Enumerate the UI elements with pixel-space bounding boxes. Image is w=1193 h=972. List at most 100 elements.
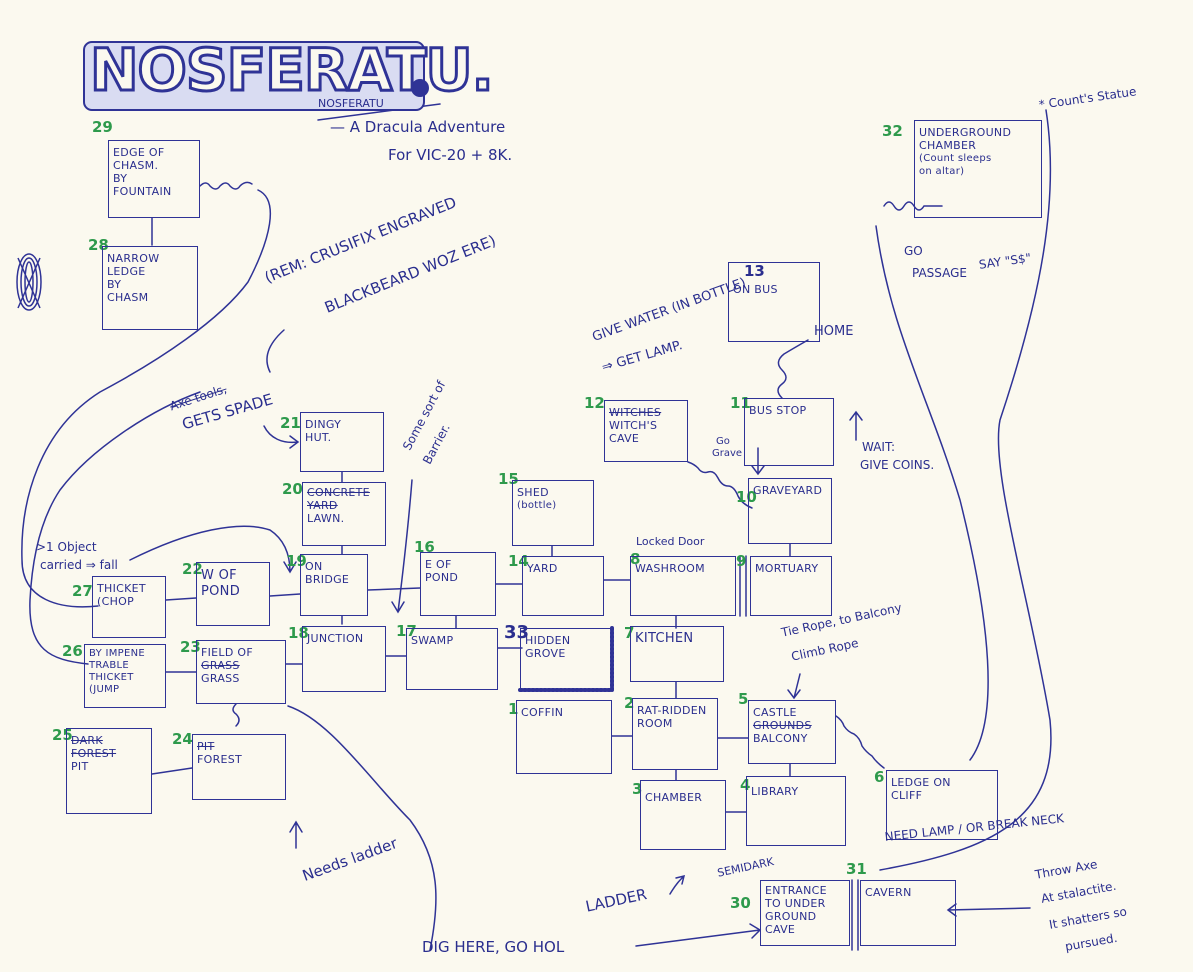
room-12-struck-text: WITCHES [609, 406, 662, 419]
room-2-number: 2 [624, 694, 635, 712]
arrow-barrier [391, 479, 413, 614]
room-26-line-2: TRABLE [89, 660, 130, 671]
room-29-line-2: CHASM. [113, 159, 159, 172]
room-5-number: 5 [738, 690, 749, 708]
room-6-line-2: CLIFF [891, 789, 923, 802]
room-31-number: 31 [846, 860, 867, 878]
room-27-line-1: THICKET [97, 582, 146, 595]
room-32-line-2: CHAMBER [919, 139, 977, 152]
note-locked-door: Locked Door [636, 535, 705, 548]
connector-11-13 [777, 339, 809, 399]
room-7-number: 7 [624, 624, 635, 642]
room-23-struck-text: GRASS [201, 659, 240, 672]
room-1-line-1: COFFIN [521, 706, 564, 719]
room-21-line-2: HUT. [305, 431, 332, 444]
room-25: DARK FOREST PIT [66, 728, 152, 814]
room-25-number: 25 [52, 726, 73, 744]
room-28-line-2: LEDGE [107, 265, 146, 278]
room-27-line-2: (CHOP [97, 595, 135, 608]
room-32-line-3: (Count sleeps [919, 153, 992, 164]
room-16-line-2: POND [425, 571, 459, 584]
room-26: BY IMPENE TRABLE THICKET (JUMP [84, 644, 166, 708]
room-18-number: 18 [288, 624, 309, 642]
subtitle-line-2: For VIC-20 + 8K. [388, 146, 513, 164]
room-29: EDGE OF CHASM. BY FOUNTAIN [108, 140, 200, 218]
connector-19-16 [367, 587, 421, 591]
arrow-dig-to-30 [635, 923, 762, 947]
handwritten-title: NOSFERATU [318, 97, 384, 110]
connector-25-24 [151, 767, 193, 775]
room-23: FIELD OF GRASS GRASS [196, 640, 286, 704]
room-33-number: 33 [504, 622, 530, 643]
room-14-line-1: YARD [527, 562, 558, 575]
arrow-object-fall [129, 525, 297, 574]
room-3: CHAMBER [640, 780, 726, 850]
room-24-struck-text: PIT [197, 740, 215, 753]
room-4-line-1: LIBRARY [751, 785, 799, 798]
room-18: JUNCTION [302, 626, 386, 692]
room-7: KITCHEN [630, 626, 724, 682]
logo-text: NOSFERATU. [89, 35, 496, 106]
room-23-line-1: FIELD OF [201, 646, 254, 659]
room-16-line-1: E OF [425, 558, 452, 571]
room-15-line-1: SHED [517, 486, 549, 499]
room-20-line-1: LAWN. [307, 512, 345, 525]
connector-32-left-curve [875, 225, 989, 761]
room-6: LEDGE ON CLIFF [886, 770, 998, 840]
room-20-number: 20 [282, 480, 303, 498]
room-29-line-4: FOUNTAIN [113, 185, 172, 198]
room-2: RAT-RIDDEN ROOM [632, 698, 718, 770]
arrow-ladder [669, 874, 686, 895]
room-30-line-2: TO UNDER [765, 897, 826, 910]
room-26-line-1: BY IMPENE [89, 648, 146, 659]
room-17: SWAMP [406, 628, 498, 690]
note-object-2: carried ⇒ fall [40, 558, 118, 572]
room-17-line-1: SWAMP [411, 634, 454, 647]
room-2-line-2: ROOM [637, 717, 673, 730]
room-8-line-1: WASHROOM [635, 562, 705, 575]
connector-11-10 [751, 447, 765, 476]
room-5: CASTLE GROUNDS BALCONY [748, 700, 836, 764]
room-29-line-3: BY [113, 172, 128, 185]
room-9: MORTUARY [750, 556, 832, 616]
connector-8-9 [739, 555, 747, 617]
room-1: COFFIN [516, 700, 612, 774]
note-go-passage-go: GO [904, 244, 923, 258]
room-30-line-3: GROUND CAVE [765, 910, 817, 936]
room-11: BUS STOP [744, 398, 834, 466]
arrow-tie-rope [787, 673, 801, 700]
room-22-number: 22 [182, 560, 203, 578]
room-15-number: 15 [498, 470, 519, 488]
room-15-line-2: (bottle) [517, 500, 557, 511]
room-9-line-1: MORTUARY [755, 562, 819, 575]
room-19-line-1: ON [305, 560, 323, 573]
room-12-number: 12 [584, 394, 605, 412]
room-30-line-1: ENTRANCE [765, 884, 827, 897]
room-24: PIT FOREST [192, 734, 286, 800]
room-21: DINGY HUT. [300, 412, 384, 472]
room-23-number: 23 [180, 638, 201, 656]
room-19-number: 19 [286, 552, 307, 570]
room-10-number: 10 [736, 488, 757, 506]
room-29-number: 29 [92, 118, 113, 136]
room-25-line-1: PIT [71, 760, 89, 773]
room-16-number: 16 [414, 538, 435, 556]
room-4-number: 4 [740, 776, 751, 794]
room-31: CAVERN [860, 880, 956, 946]
connector-23-24 [232, 703, 240, 727]
room-23-line-2: GRASS [201, 672, 240, 685]
room-12-line-2: CAVE [609, 432, 640, 445]
room-32: UNDERGROUND CHAMBER (Count sleeps on alt… [914, 120, 1042, 218]
room-28-line-1: NARROW [107, 252, 160, 265]
connector-29-squiggle [199, 181, 253, 190]
subtitle-line-1: — A Dracula Adventure [330, 118, 506, 136]
room-27: THICKET (CHOP [92, 576, 166, 638]
room-13-number: 13 [744, 262, 765, 280]
room-5-line-1: CASTLE [753, 706, 797, 719]
room-27-number: 27 [72, 582, 93, 600]
room-13-line-1: ON BUS [733, 283, 778, 296]
note-object-1: >1 Object [36, 540, 97, 554]
arrow-wait [849, 410, 863, 441]
